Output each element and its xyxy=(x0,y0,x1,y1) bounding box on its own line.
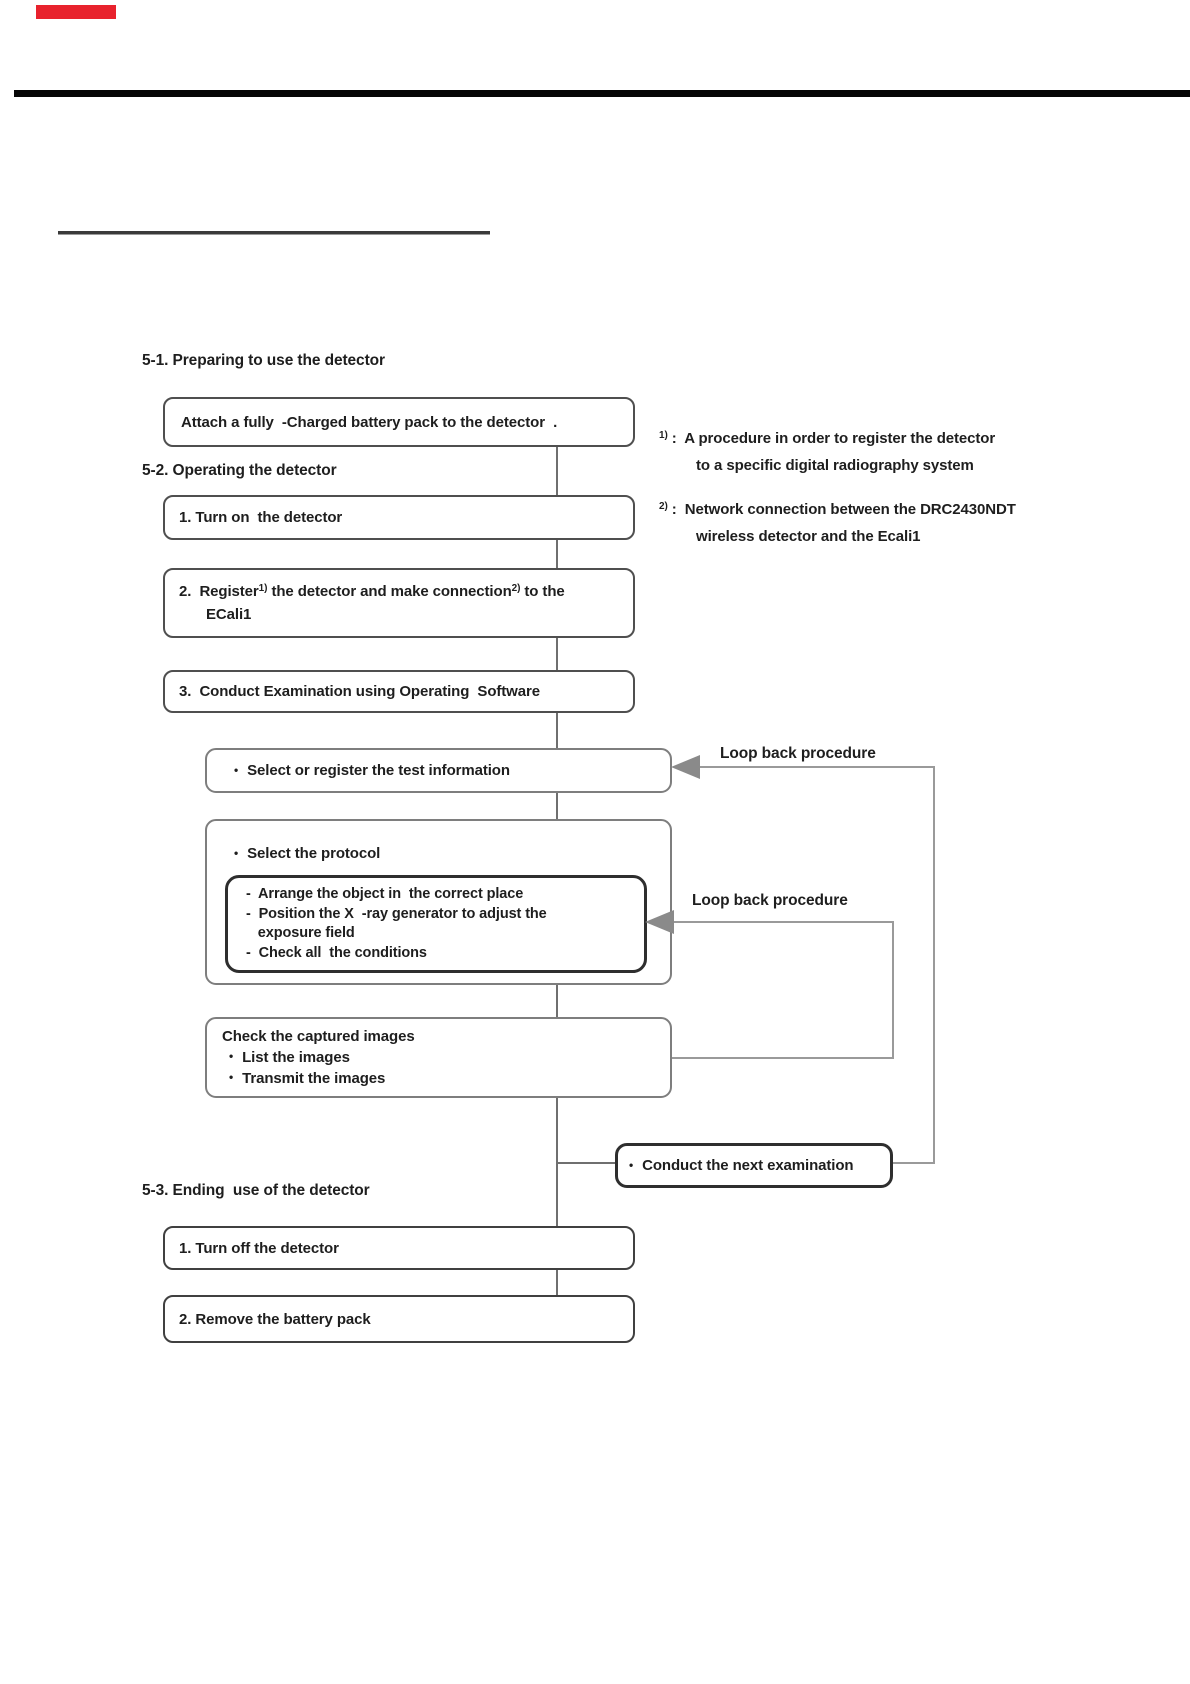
register-text-3: to the xyxy=(520,583,565,600)
footnote-1-line1: 1) : A procedure in order to register th… xyxy=(659,426,995,453)
loop1-horizontal-top-line xyxy=(694,766,935,768)
flow-box-next-examination: • Conduct the next examination xyxy=(615,1143,893,1188)
check-images-item: Transmit the images xyxy=(242,1070,386,1087)
flow-box-attach-battery: Attach a fully -Charged battery pack to … xyxy=(163,397,635,447)
section-heading-5-3: 5-3. Ending use of the detector xyxy=(142,1182,370,1199)
branch-to-next-exam-line xyxy=(556,1162,617,1164)
flow-box-turn-off-label: 1. Turn off the detector xyxy=(179,1239,339,1257)
flow-box-turn-on: 1. Turn on the detector xyxy=(163,495,635,540)
register-text-1: 2. Register xyxy=(179,583,259,600)
flow-box-register: 2. Register1) the detector and make conn… xyxy=(163,568,635,638)
protocol-step: - Arrange the object in the correct plac… xyxy=(246,886,524,902)
register-superscript-2: 2) xyxy=(511,583,521,594)
footnote-2-text: : Network connection between the DRC2430… xyxy=(667,501,1016,518)
bullet-icon: • xyxy=(229,1070,234,1084)
flow-box-next-examination-label: Conduct the next examination xyxy=(642,1157,854,1174)
flow-box-remove-battery: 2. Remove the battery pack xyxy=(163,1295,635,1343)
loop1-vertical-line xyxy=(933,766,935,1164)
register-text-2: the detector and make connection xyxy=(267,583,512,600)
flow-box-register-line1: 2. Register1) the detector and make conn… xyxy=(179,581,565,604)
check-images-item-row: • Transmit the images xyxy=(229,1068,385,1089)
protocol-step: exposure field xyxy=(246,925,355,941)
bullet-icon: • xyxy=(234,845,239,860)
flow-box-register-line2: ECali1 xyxy=(206,606,252,623)
loop1-left-arrowhead-icon xyxy=(671,755,700,779)
flow-box-select-test-info-label: Select or register the test information xyxy=(247,762,510,779)
footnote-1-continuation: to a specific digital radiography system xyxy=(696,457,974,474)
loop2-horizontal-bottom-line xyxy=(671,1057,894,1059)
footnote-2-superscript: 2) xyxy=(659,501,668,512)
loop2-horizontal-top-line xyxy=(668,921,894,923)
section-title-underline xyxy=(58,231,490,235)
bullet-icon: • xyxy=(629,1157,634,1172)
footnote-2: 2) : Network connection between the DRC2… xyxy=(659,497,1016,549)
check-images-item-row: • List the images xyxy=(229,1047,350,1068)
footnote-2-line1: 2) : Network connection between the DRC2… xyxy=(659,497,1016,524)
protocol-step: - Position the X -ray generator to adjus… xyxy=(246,905,547,922)
flow-box-attach-battery-label: Attach a fully -Charged battery pack to … xyxy=(181,413,558,431)
register-superscript-1: 1) xyxy=(258,583,268,594)
loop1-horizontal-bottom-line xyxy=(891,1162,935,1164)
loop2-left-arrowhead-icon xyxy=(645,910,674,934)
top-divider-rule xyxy=(14,90,1190,97)
flow-box-turn-on-label: 1. Turn on the detector xyxy=(179,509,343,526)
flow-box-conduct-examination-label: 3. Conduct Examination using Operating S… xyxy=(179,683,540,700)
flow-box-remove-battery-label: 2. Remove the battery pack xyxy=(179,1310,371,1328)
loop-back-label-1: Loop back procedure xyxy=(720,745,876,762)
check-images-item: List the images xyxy=(242,1049,350,1066)
section-heading-5-2: 5-2. Operating the detector xyxy=(142,462,337,479)
flow-box-protocol-steps: - Arrange the object in the correct plac… xyxy=(225,875,647,973)
flow-box-conduct-examination: 3. Conduct Examination using Operating S… xyxy=(163,670,635,713)
red-redaction-bar xyxy=(36,5,116,19)
footnote-2-continuation: wireless detector and the Ecali1 xyxy=(696,528,921,545)
section-heading-5-1: 5-1. Preparing to use the detector xyxy=(142,352,385,369)
select-protocol-row: • Select the protocol xyxy=(234,845,380,862)
flow-box-select-test-info: • Select or register the test informatio… xyxy=(205,748,672,793)
bullet-icon: • xyxy=(229,1049,234,1063)
flow-box-select-protocol-label: Select the protocol xyxy=(247,845,381,862)
bullet-icon: • xyxy=(234,762,239,777)
flow-box-turn-off: 1. Turn off the detector xyxy=(163,1226,635,1270)
protocol-step: - Check all the conditions xyxy=(246,944,427,961)
footnote-1-text: : A procedure in order to register the d… xyxy=(667,430,996,447)
footnote-1: 1) : A procedure in order to register th… xyxy=(659,426,995,478)
footnote-1-superscript: 1) xyxy=(659,430,668,441)
flow-box-check-images: Check the captured images • List the ima… xyxy=(205,1017,672,1098)
loop2-vertical-line xyxy=(892,921,894,1059)
check-images-title: Check the captured images xyxy=(222,1028,415,1045)
loop-back-label-2: Loop back procedure xyxy=(692,892,848,909)
